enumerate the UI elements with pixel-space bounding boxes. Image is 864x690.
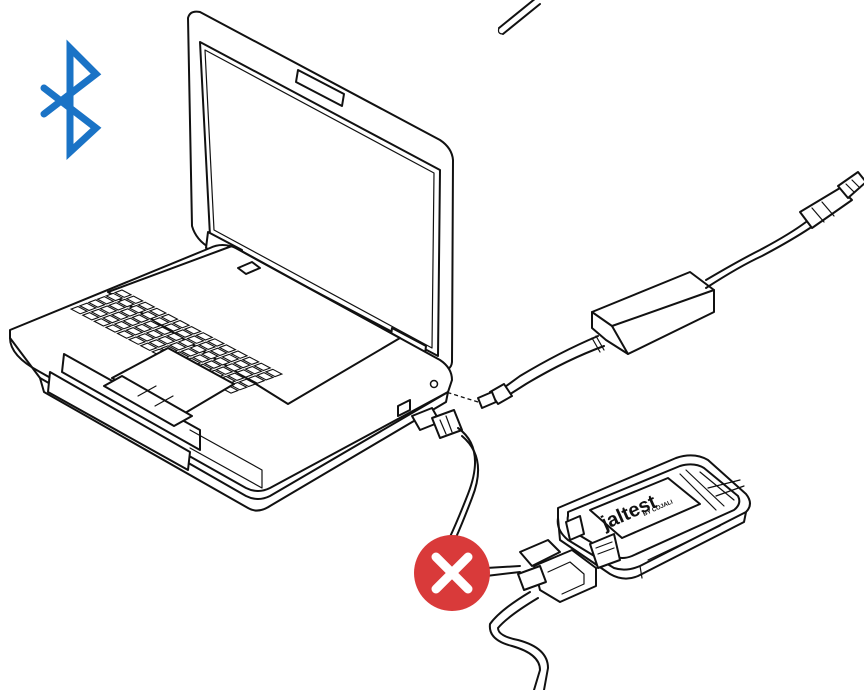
error-x-icon xyxy=(414,535,490,611)
serial-cable xyxy=(490,540,596,690)
cable-stub-top xyxy=(499,0,541,34)
bluetooth-icon xyxy=(44,48,96,152)
power-adapter xyxy=(446,172,864,408)
